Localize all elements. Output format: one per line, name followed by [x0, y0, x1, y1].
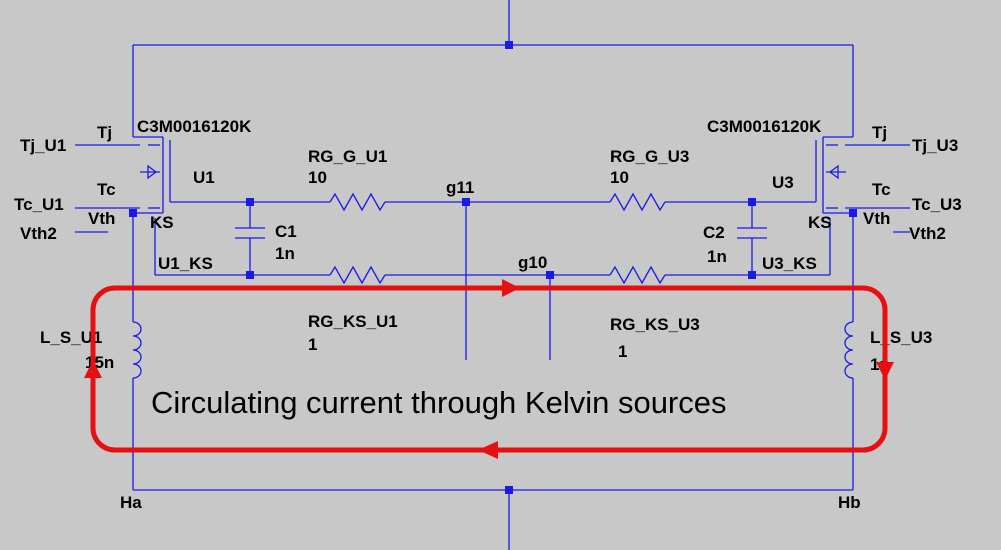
rg-ks-u3-value: 1 [618, 342, 627, 361]
rg-g-u3-label: RG_G_U3 [610, 147, 689, 166]
rg-ks-u3-label: RG_KS_U3 [610, 315, 700, 334]
g11-net-label: g11 [446, 178, 474, 197]
c1-value: 1n [275, 244, 295, 263]
rg-g-u1-label: RG_G_U1 [308, 147, 387, 166]
rg-g-u1-resistor-icon [329, 192, 386, 212]
rg-g-u3-resistor-icon [609, 192, 666, 212]
vth2-left-net-label: Vth2 [20, 224, 57, 243]
ks-left-pin-label: KS [150, 213, 174, 232]
circulating-current-annotation: Circulating current through Kelvin sourc… [84, 279, 894, 459]
u3-ks-net-label: U3_KS [762, 254, 817, 273]
tc-right-pin-label: Tc [872, 180, 891, 199]
l-s-u3-label: L_S_U3 [870, 328, 932, 347]
rg-ks-u3-resistor-icon [609, 265, 666, 285]
u3-model-label: C3M0016120K [707, 117, 822, 136]
rg-ks-u1-resistor-icon [329, 265, 386, 285]
tj-right-pin-label: Tj [872, 123, 887, 142]
arrow-up-icon [84, 360, 102, 378]
l-s-u1-inductor-icon [132, 321, 142, 379]
c1-capacitor-icon [235, 227, 265, 239]
l-s-u3-inductor-icon [844, 321, 854, 379]
annotation-text: Circulating current through Kelvin sourc… [151, 385, 727, 420]
vth-right-pin-label: Vth [863, 209, 890, 228]
u3-body-diode-icon [826, 164, 846, 180]
rg-g-u1-value: 10 [308, 168, 327, 187]
labels: C3M0016120K C3M0016120K U1 U3 Tj Tj Tj_U… [14, 117, 962, 512]
arrow-down-icon [876, 362, 894, 380]
arrow-left-icon [478, 441, 498, 459]
c2-value: 1n [707, 247, 727, 266]
current-loop [90, 285, 888, 453]
rg-ks-u1-value: 1 [308, 335, 317, 354]
u1-ref-label: U1 [193, 168, 215, 187]
ha-net-label: Ha [120, 493, 142, 512]
tj-left-pin-label: Tj [97, 123, 112, 142]
wires [75, 0, 910, 550]
ks-right-pin-label: KS [808, 213, 832, 232]
c1-label: C1 [275, 222, 297, 241]
tc-u3-net-label: Tc_U3 [912, 195, 962, 214]
tc-u1-net-label: Tc_U1 [14, 195, 64, 214]
rg-ks-u1-label: RG_KS_U1 [308, 312, 398, 331]
g10-net-label: g10 [518, 253, 547, 272]
c2-label: C2 [703, 223, 725, 242]
vth2-right-net-label: Vth2 [909, 224, 946, 243]
arrow-right-icon [502, 279, 520, 297]
u1-ks-net-label: U1_KS [158, 254, 213, 273]
rg-g-u3-value: 10 [610, 168, 629, 187]
junction-dots [129, 41, 857, 494]
c2-capacitor-icon [737, 227, 767, 239]
hb-net-label: Hb [838, 493, 861, 512]
u1-body-diode-icon [140, 164, 160, 180]
tj-u1-net-label: Tj_U1 [20, 136, 66, 155]
tc-left-pin-label: Tc [97, 180, 116, 199]
component-shapes [132, 144, 854, 379]
vth-left-pin-label: Vth [88, 209, 115, 228]
tj-u3-net-label: Tj_U3 [912, 136, 958, 155]
u1-model-label: C3M0016120K [137, 117, 252, 136]
u3-ref-label: U3 [772, 173, 794, 192]
l-s-u1-label: L_S_U1 [40, 328, 102, 347]
